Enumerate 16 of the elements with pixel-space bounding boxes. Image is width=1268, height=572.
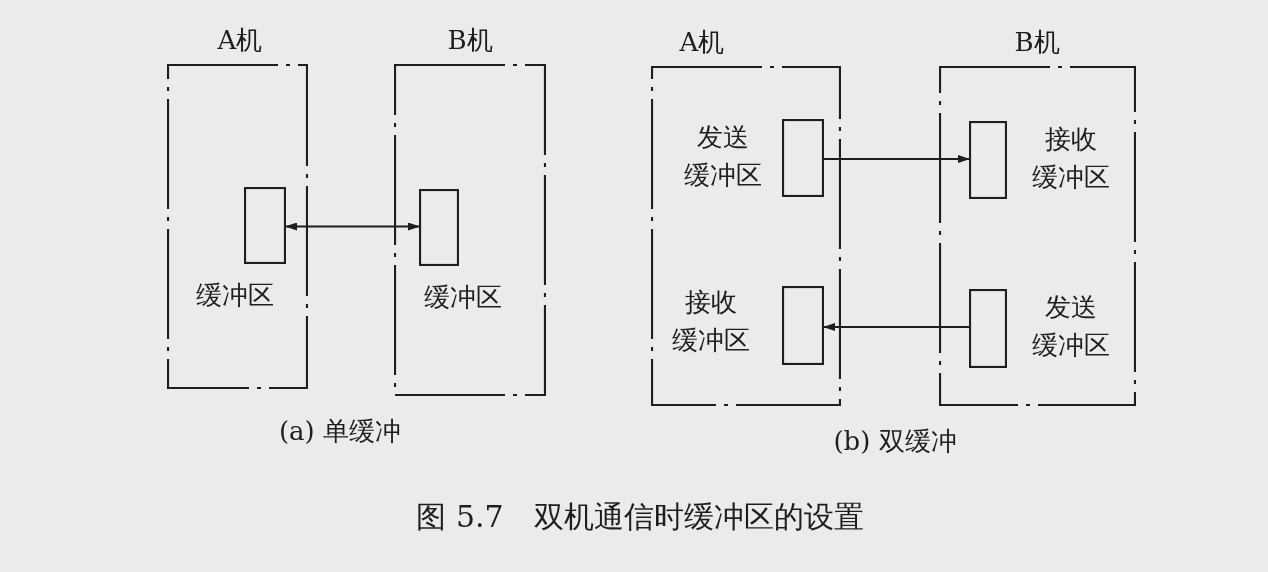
arrow: [284, 222, 421, 231]
buffer-label: 缓冲区: [195, 279, 275, 312]
subfigure-label: (b) 双缓冲: [832, 425, 958, 458]
buffer-label: 接收缓冲区: [1032, 123, 1111, 194]
machine-label: B机: [446, 24, 494, 57]
buffer-label: 发送缓冲区: [684, 121, 763, 192]
buffer-label: 接收缓冲区: [672, 286, 751, 357]
buffer-label: 缓冲区: [423, 281, 503, 314]
subfigure-label: (a) 单缓冲: [277, 415, 403, 448]
machine-label: A机: [216, 24, 264, 57]
arrow: [822, 323, 971, 331]
figure-caption: 图 5.7 双机通信时缓冲区的设置: [415, 498, 865, 536]
machine-label: A机: [678, 26, 726, 59]
arrow: [822, 155, 971, 163]
buffer-label: 发送缓冲区: [1032, 291, 1111, 362]
machine-label: B机: [1013, 26, 1061, 59]
